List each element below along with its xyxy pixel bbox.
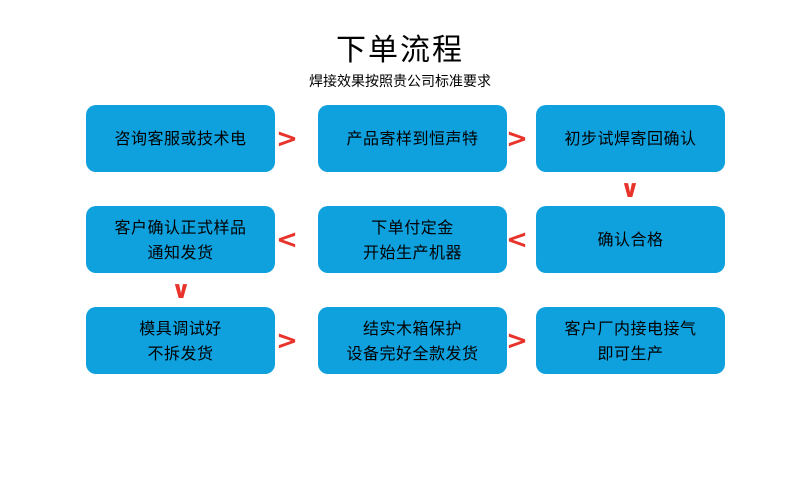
flow-node-line: 下单付定金 [371,217,454,237]
heading-block: 下单流程 焊接效果按照贵公司标准要求 [0,32,800,92]
flow-node-line: 结实木箱保护 [362,318,462,338]
flow-node-line: 模具调试好 [139,318,222,338]
page-title: 下单流程 [336,33,464,68]
flow-node[interactable]: 咨询客服或技术电 [86,105,275,172]
flow-node-line: 咨询客服或技术电 [114,129,247,148]
flow-node[interactable]: 确认合格 [536,206,725,273]
flow-node-line: 通知发货 [147,242,214,262]
flow-node-line: 客户厂内接电接气 [564,318,697,338]
flow-node-line: 开始生产机器 [362,242,462,262]
arrow-down-icon: ∨ [171,276,191,304]
flow-row: 客户确认正式样品 通知发货 < 下单付定金 开始生产机器 < 确认合格 ∨ [0,206,800,302]
flow-diagram: 咨询客服或技术电 > 产品寄样到恒声特 > 初步试焊寄回确认 ∨ 客户确认正式样… [0,105,800,408]
flow-node[interactable]: 下单付定金 开始生产机器 [318,206,507,273]
flow-node-line: 确认合格 [597,230,664,249]
arrow-left-icon: < [506,225,528,255]
flow-node[interactable]: 初步试焊寄回确认 [536,105,725,172]
flow-row: 模具调试好 不拆发货 > 结实木箱保护 设备完好全款发货 > 客户厂内接电接气 … [0,307,800,374]
flow-node-line: 初步试焊寄回确认 [564,129,697,148]
arrow-right-icon: > [276,326,298,356]
page-subtitle: 焊接效果按照贵公司标准要求 [309,74,491,90]
flow-node[interactable]: 模具调试好 不拆发货 [86,307,275,374]
arrow-down-icon: ∨ [620,175,640,203]
flow-node[interactable]: 产品寄样到恒声特 [318,105,507,172]
flow-node-line: 产品寄样到恒声特 [346,129,479,148]
flow-node[interactable]: 结实木箱保护 设备完好全款发货 [318,307,507,374]
arrow-right-icon: > [506,124,528,154]
arrow-right-icon: > [276,124,298,154]
flow-row: 咨询客服或技术电 > 产品寄样到恒声特 > 初步试焊寄回确认 ∨ [0,105,800,201]
flow-node-line: 即可生产 [597,343,664,363]
flow-node[interactable]: 客户确认正式样品 通知发货 [86,206,275,273]
flow-node-line: 不拆发货 [147,343,214,363]
arrow-left-icon: < [276,225,298,255]
arrow-right-icon: > [506,326,528,356]
flow-node[interactable]: 客户厂内接电接气 即可生产 [536,307,725,374]
flow-node-line: 客户确认正式样品 [114,217,247,237]
flow-node-line: 设备完好全款发货 [346,343,479,363]
